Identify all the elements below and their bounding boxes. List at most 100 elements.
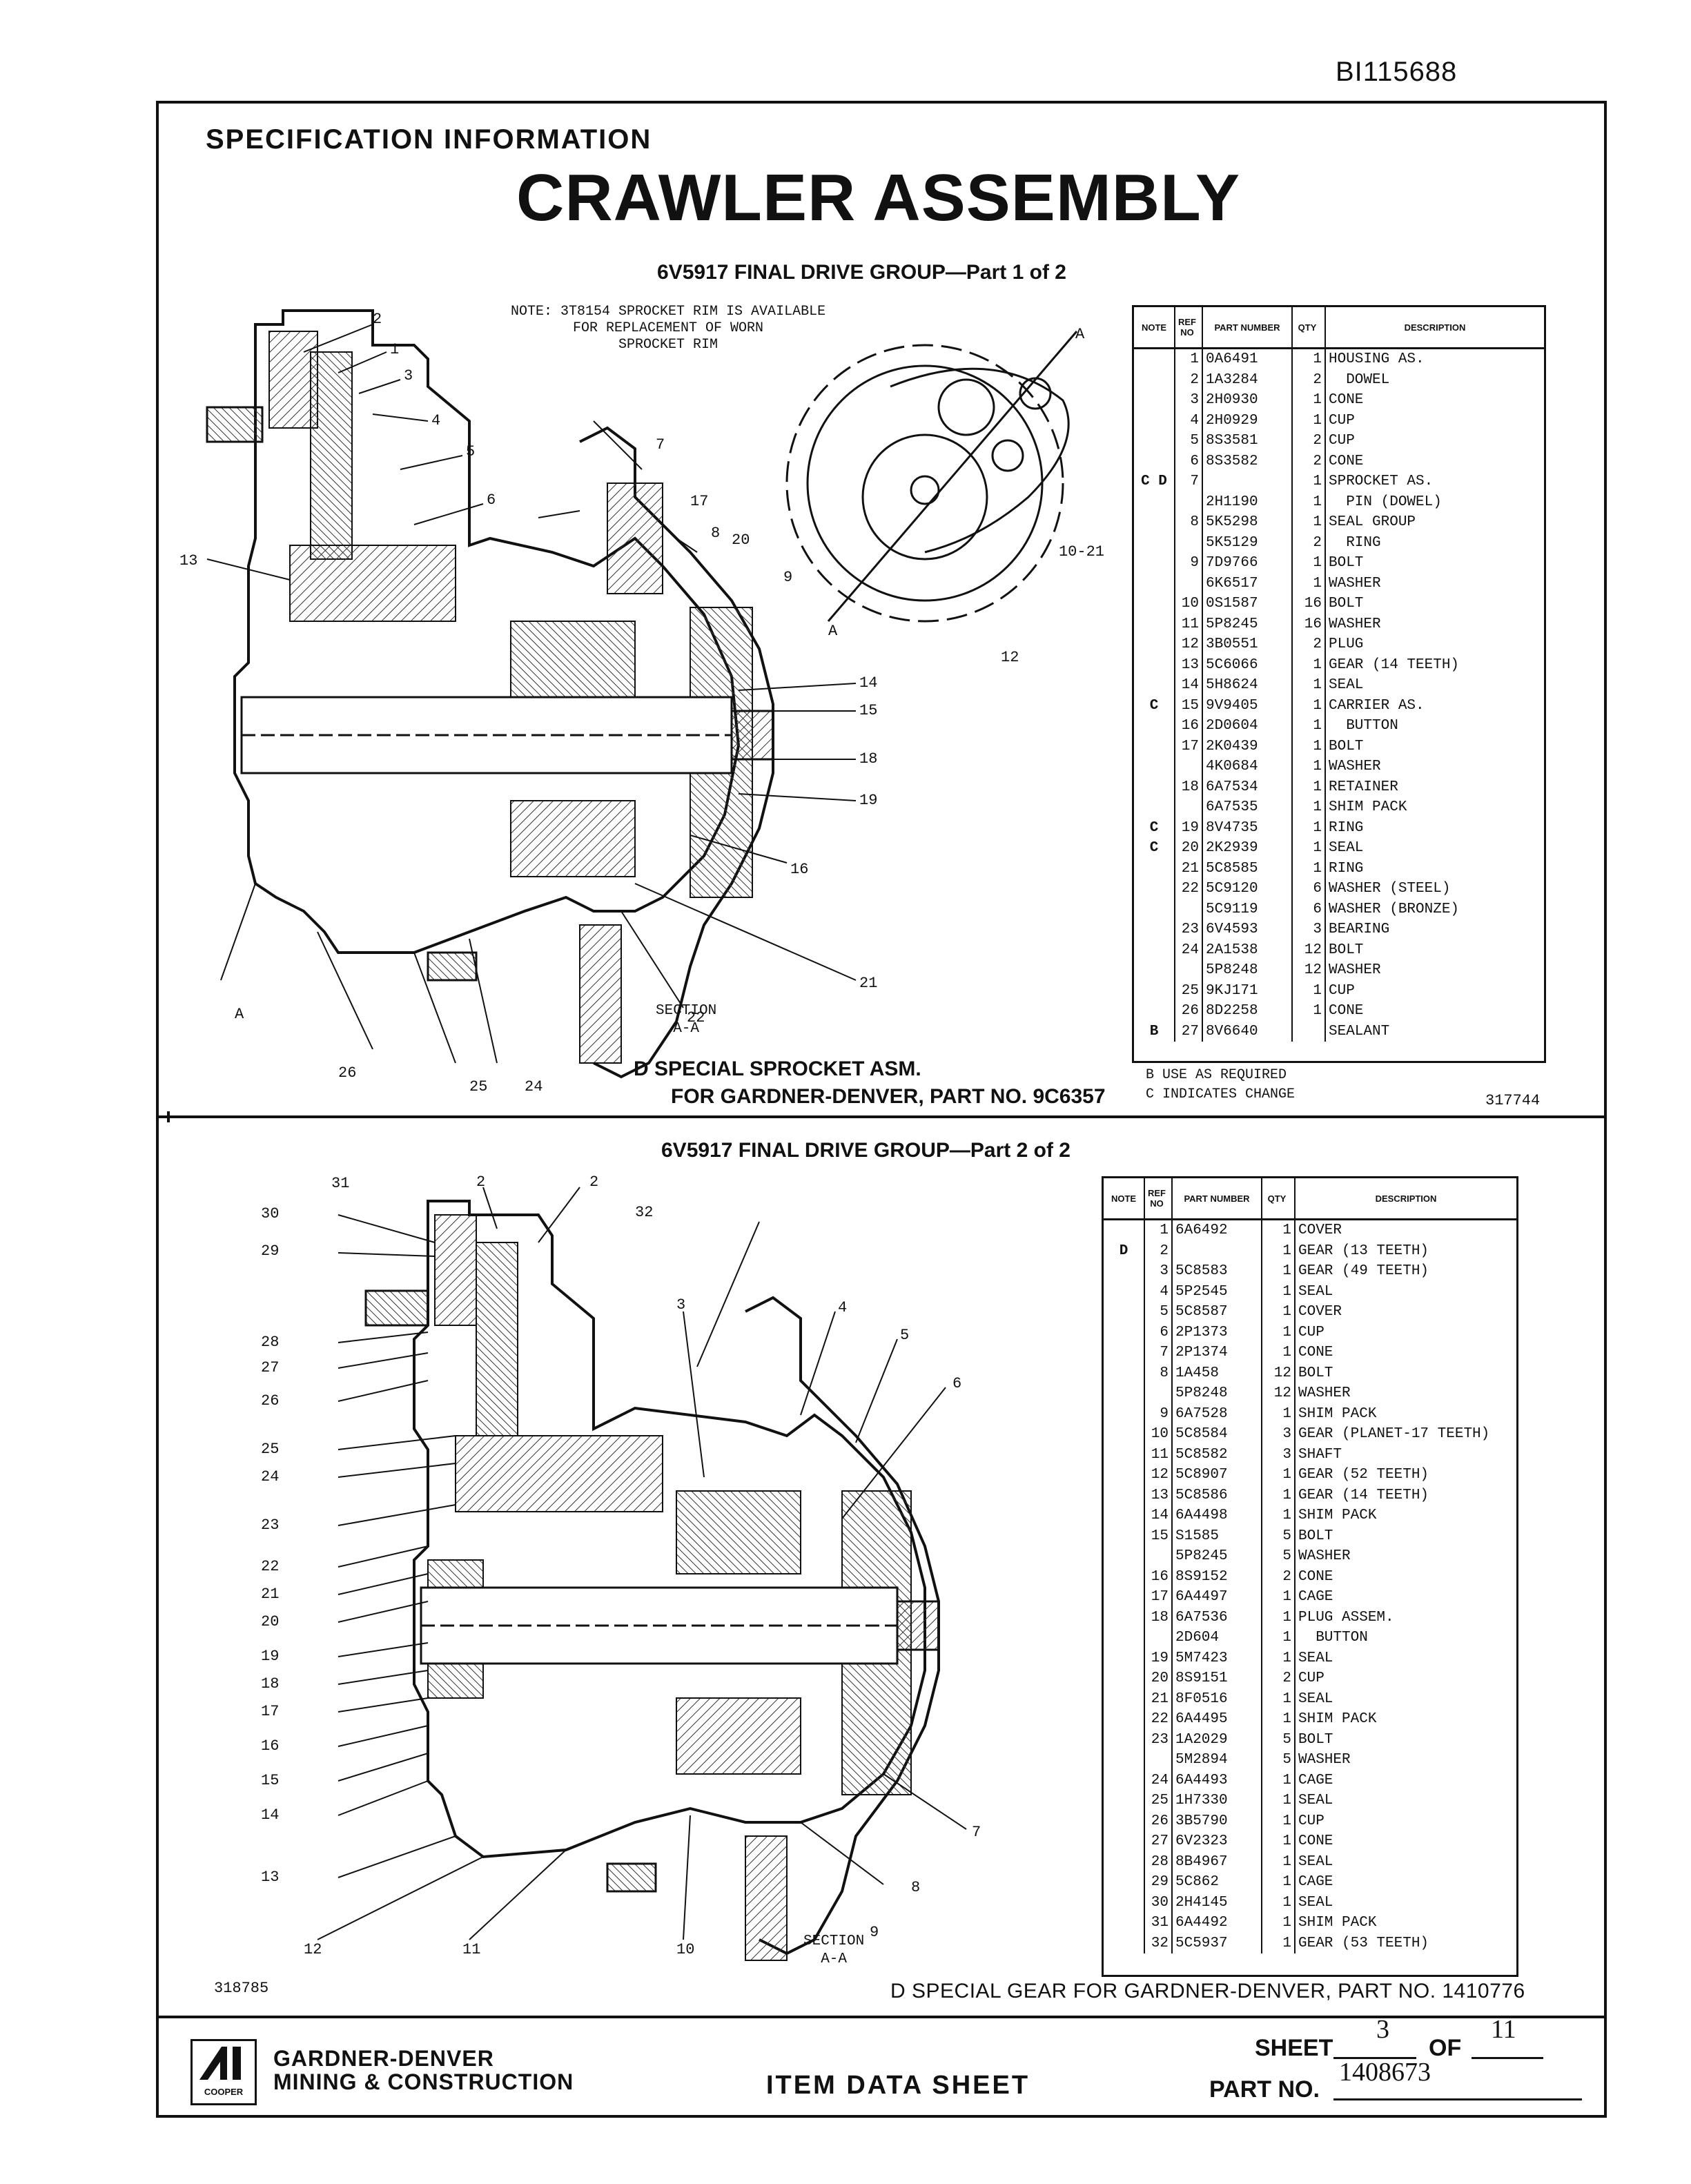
cell-description: BOLT [1329, 738, 1364, 754]
cell-ref: 19 [1145, 1648, 1173, 1668]
cell-qty: 12 [1293, 960, 1326, 981]
cell-qty: 2 [1293, 634, 1326, 655]
cell-qty: 3 [1262, 1424, 1296, 1445]
cell-description: SEALANT [1329, 1023, 1390, 1040]
cell-note [1104, 1811, 1145, 1831]
cell-note: C D [1134, 471, 1175, 492]
cell-part-number: 2P1374 [1173, 1343, 1262, 1363]
cell-qty: 1 [1262, 1322, 1296, 1343]
cell-qty: 1 [1262, 1892, 1296, 1913]
cell-description: BOLT [1329, 942, 1364, 958]
cell-qty: 1 [1293, 553, 1326, 574]
callout-10-21: 10-21 [1059, 543, 1104, 560]
cell-description: PLUG ASSEM. [1298, 1609, 1394, 1626]
cell-note [1104, 1913, 1145, 1933]
cell-description: RETAINER [1329, 779, 1398, 795]
callout-22: 22 [261, 1558, 279, 1575]
cell-part-number: 4K0684 [1203, 757, 1293, 777]
cell-note: B [1134, 1021, 1175, 1042]
cell-part-number: 0S1587 [1203, 594, 1293, 614]
cell-part-number: 8S9151 [1173, 1668, 1262, 1689]
callout-7: 7 [656, 436, 665, 454]
cell-note [1134, 594, 1175, 614]
cell-description: SEAL [1298, 1793, 1333, 1808]
callout-2b: 2 [589, 1173, 598, 1191]
cell-ref: 23 [1145, 1729, 1173, 1750]
cell-qty: 1 [1293, 797, 1326, 818]
cell-note [1134, 757, 1175, 777]
cell-ref [1175, 491, 1203, 512]
callout-14: 14 [859, 674, 877, 692]
cell-description: SEAL GROUP [1329, 514, 1416, 530]
cell-ref [1175, 532, 1203, 553]
cell-note [1134, 431, 1175, 451]
housing-outline [233, 309, 774, 1079]
cell-part-number: 1A458 [1173, 1363, 1262, 1383]
cell-ref: 25 [1145, 1791, 1173, 1811]
cell-note: C [1134, 838, 1175, 859]
callout-3: 3 [404, 367, 413, 384]
cell-qty: 1 [1262, 1220, 1296, 1241]
cell-description: CAGE [1298, 1589, 1333, 1605]
cell-qty: 2 [1262, 1668, 1296, 1689]
callout-18: 19 [859, 792, 877, 809]
cell-note [1134, 919, 1175, 940]
cell-note [1104, 1220, 1145, 1241]
cell-description: COVER [1298, 1304, 1342, 1320]
cell-part-number: 5C5937 [1173, 1933, 1262, 1953]
callout-19: 19 [261, 1648, 279, 1665]
cell-qty: 1 [1293, 858, 1326, 879]
cell-description: CONE [1298, 1345, 1333, 1361]
cell-ref: 10 [1145, 1424, 1173, 1445]
cell-part-number: 8S3581 [1203, 431, 1293, 451]
cell-ref: 11 [1175, 614, 1203, 634]
cell-note [1104, 1485, 1145, 1505]
cell-note [1104, 1709, 1145, 1730]
callout-29: 29 [261, 1242, 279, 1260]
sheet-label: SHEET [1255, 2035, 1333, 2061]
logo-text: COOPER [204, 2087, 244, 2097]
cell-ref: 14 [1145, 1505, 1173, 1526]
cell-note [1104, 1750, 1145, 1771]
cell-part-number: 5M2894 [1173, 1750, 1262, 1771]
cell-note [1134, 960, 1175, 981]
cell-note [1134, 532, 1175, 553]
callout-25: 25 [261, 1441, 279, 1458]
logo-mark-icon [199, 2047, 241, 2080]
cell-ref: 13 [1175, 654, 1203, 675]
part2-parts-table: NOTE REF NO PART NUMBER QTY DESCRIPTION … [1102, 1176, 1518, 1977]
cell-note [1134, 675, 1175, 696]
callout-a-lower: A [828, 623, 838, 640]
cell-note: C [1134, 695, 1175, 716]
legend-b: B USE AS REQUIRED [1146, 1067, 1287, 1083]
cell-ref: 16 [1145, 1566, 1173, 1587]
cell-qty: 1 [1262, 1648, 1296, 1668]
cell-qty: 1 [1293, 777, 1326, 797]
cell-qty: 1 [1293, 512, 1326, 533]
cell-part-number: 5K5129 [1203, 532, 1293, 553]
cell-ref: 24 [1175, 939, 1203, 960]
cell-note [1104, 1444, 1145, 1465]
cell-qty: 1 [1262, 1872, 1296, 1893]
of-label: OF [1429, 2035, 1462, 2061]
cell-note [1134, 634, 1175, 655]
callout-24: 24 [261, 1468, 279, 1485]
cell-ref: 6 [1145, 1322, 1173, 1343]
part1-drawing-number: 317744 [1485, 1092, 1541, 1109]
cell-ref: 27 [1175, 1021, 1203, 1042]
